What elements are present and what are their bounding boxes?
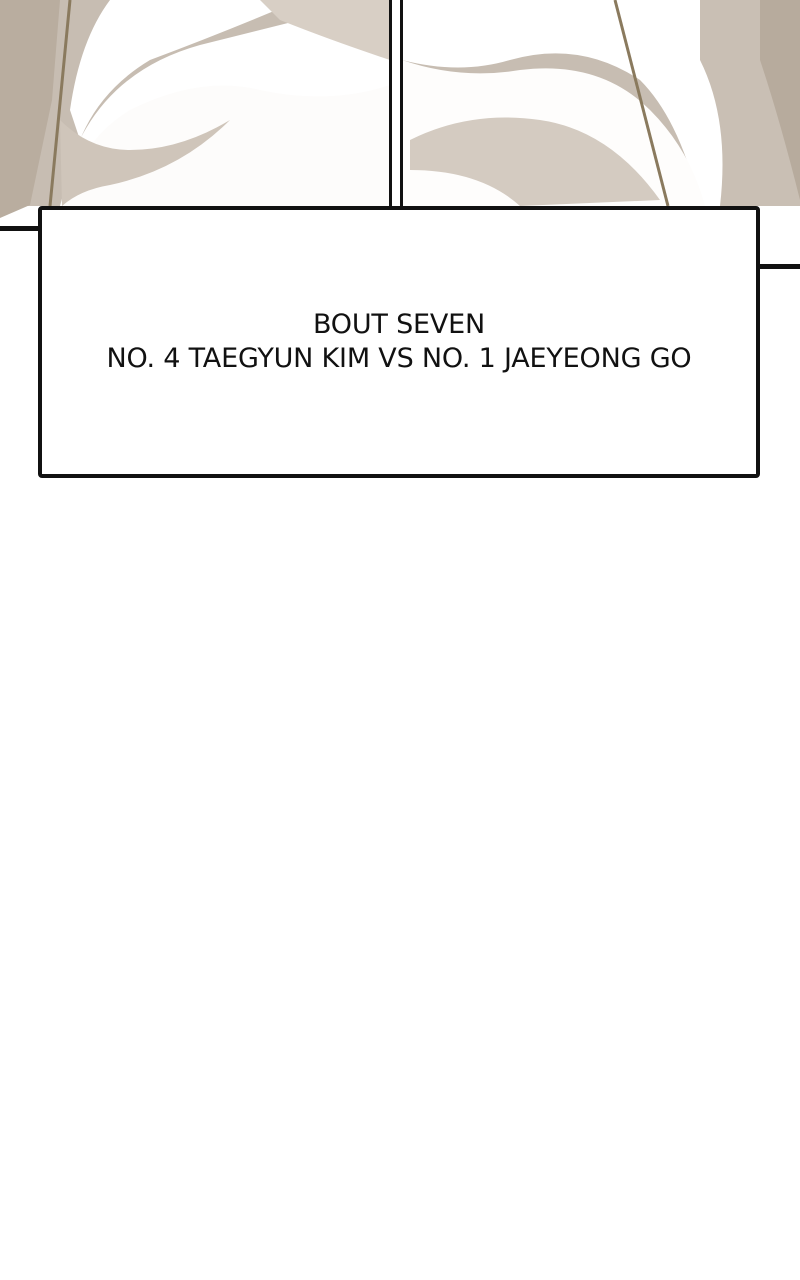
caption-box: BOUT SEVEN NO. 4 TAEGYUN KIM VS NO. 1 JA… [38,206,760,478]
robe-artwork [0,0,800,269]
caption-matchup: NO. 4 TAEGYUN KIM VS NO. 1 JAEYEONG GO [106,343,692,374]
blank-panel-space [0,480,800,1280]
comic-art-panel [0,0,800,272]
caption-title: BOUT SEVEN [312,309,486,340]
